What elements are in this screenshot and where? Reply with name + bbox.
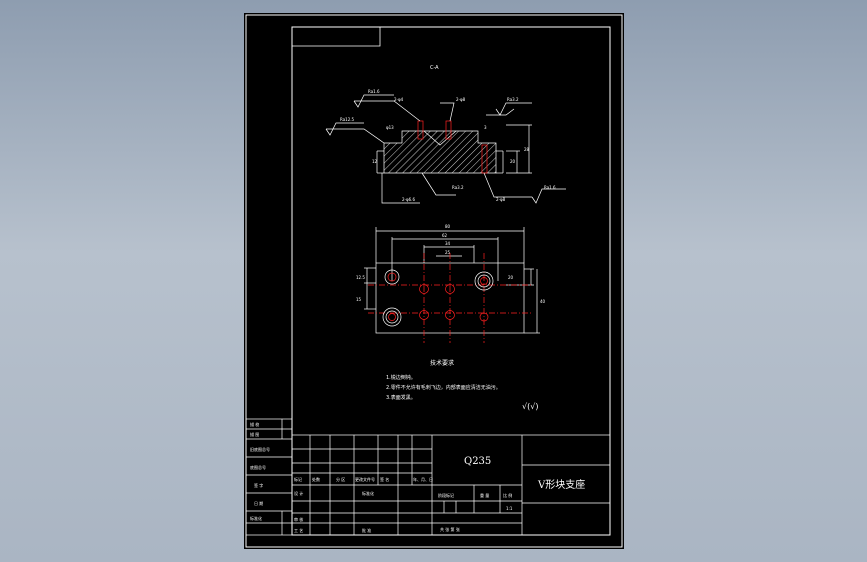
title-block [291, 434, 611, 536]
left-label-6: 日 期 [254, 500, 263, 506]
corner-tag-box [292, 27, 381, 47]
hole-callout-5: 2-φ8 [496, 197, 506, 202]
plan-dim-15: 15 [356, 297, 362, 302]
plan-dim-12-5: 12.5 [356, 275, 365, 280]
change-header-1: 标记 [294, 476, 302, 482]
left-label-1: 描 校 [250, 421, 259, 427]
plan-hole-8 [479, 312, 489, 322]
mid-label-standard: 标准化 [362, 490, 374, 496]
left-label-4: 底图总号 [250, 464, 266, 470]
left-label-7: 标准化 [250, 515, 262, 521]
roughness-note: √(√) [522, 402, 538, 411]
outer-border [245, 14, 623, 548]
plan-hole-3 [419, 284, 429, 294]
plan-dim-25: 25 [445, 250, 451, 255]
surface-mark-2: Ra12.5 [340, 117, 355, 122]
change-header-4: 更改文件号 [355, 476, 375, 482]
plan-view [364, 227, 540, 343]
section-dim-3: 20 [510, 159, 516, 164]
section-hole-1 [417, 120, 424, 140]
drawing-svg: C-A [245, 14, 623, 548]
material-text: Q235 [464, 456, 491, 467]
change-header-2: 处数 [312, 476, 320, 482]
plan-hole-5 [419, 310, 429, 320]
left-label-2: 描 图 [250, 431, 259, 437]
surface-mark-5: Ra1.6 [544, 185, 556, 190]
note-item-3: 3.表面发黑。 [386, 394, 416, 401]
role-review: 审 核 [294, 516, 303, 522]
notes-title: 技术要求 [430, 359, 454, 367]
stage-header-1: 阶段标记 [438, 492, 454, 498]
sheet-count: 共 张 第 张 [440, 526, 460, 532]
plan-dim-20: 20 [508, 275, 514, 280]
plan-hole-4 [445, 284, 455, 294]
hole-callout-1: 2-φ4 [394, 97, 404, 102]
hole-callout-4: 2-φ6.6 [402, 197, 415, 202]
section-label: C-A [430, 65, 439, 71]
section-view: C-A [325, 65, 566, 204]
drawing-sheet: C-A [244, 13, 624, 549]
plan-dim-80: 80 [445, 224, 451, 229]
section-body [383, 130, 497, 174]
note-item-2: 2.零件不允许有毛刺飞边，内部表面应清洁无油污。 [386, 384, 501, 391]
hole-callout-3: φ13 [386, 125, 394, 130]
section-hole-2 [445, 120, 452, 140]
plan-hole-1 [384, 269, 400, 285]
role-design: 设 计 [294, 490, 303, 496]
change-header-5: 签 名 [380, 476, 389, 482]
left-label-3: 旧底图总号 [250, 446, 270, 452]
left-label-5: 签 字 [254, 482, 263, 488]
section-dim-2: 3 [484, 125, 487, 130]
change-header-6: 年、月、日 [413, 476, 433, 482]
role-process: 工 艺 [294, 528, 303, 533]
scale-value: 1:1 [506, 506, 513, 511]
plan-dim-34: 34 [445, 241, 451, 246]
hole-callout-2: 2-φ8 [456, 97, 466, 102]
stage-header-2: 重 量 [480, 492, 489, 498]
mid-label-approve: 批 准 [362, 527, 371, 533]
section-hole-3 [481, 144, 488, 174]
plan-dim-62: 62 [442, 233, 448, 238]
plan-hole-6 [445, 310, 455, 320]
part-name: V形块支座 [537, 478, 585, 491]
section-dim-1: 12 [372, 159, 378, 164]
note-item-1: 1.锐边倒钝。 [386, 374, 416, 381]
plan-hole-2 [474, 271, 494, 291]
plan-hole-7 [382, 307, 402, 327]
surface-mark-4: Ra3.2 [452, 185, 464, 190]
stage-header-3: 比 例 [503, 492, 512, 498]
plan-dim-40: 40 [540, 299, 546, 304]
section-dim-4: 28 [524, 147, 530, 152]
surface-mark-3: Ra3.2 [507, 97, 519, 102]
surface-mark-1: Ra1.6 [368, 89, 380, 94]
change-header-3: 分 区 [336, 476, 345, 482]
